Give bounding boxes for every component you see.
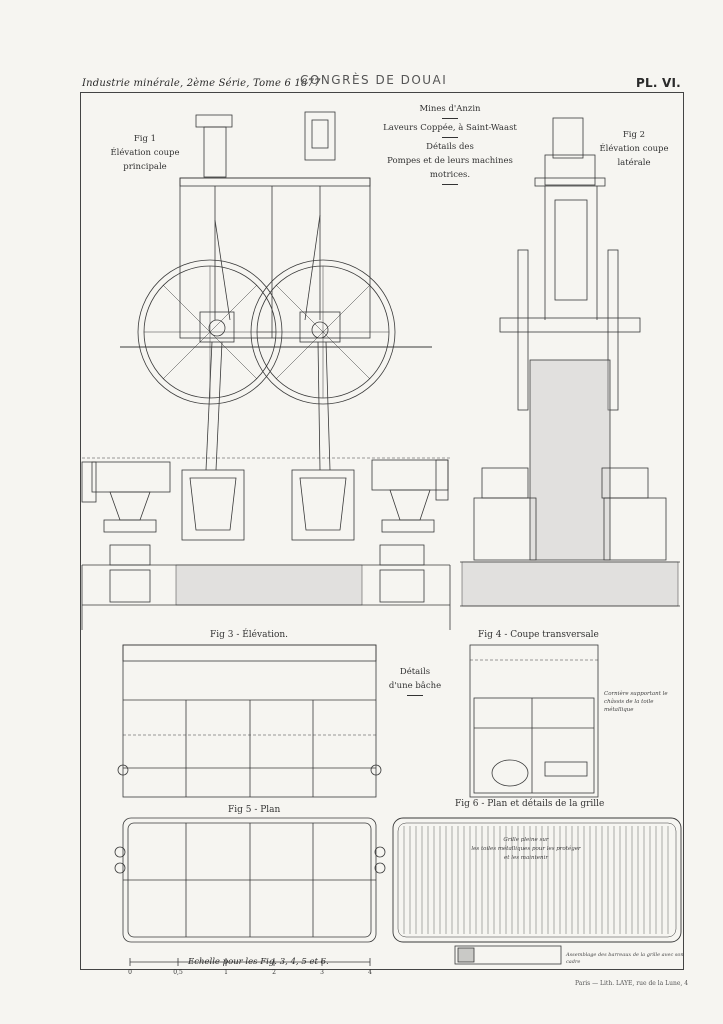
title-block: Mines d'Anzin Laveurs Coppée, à Saint-Wa… <box>370 102 530 187</box>
tank-details-caption: Détails d'une bâche <box>385 665 445 698</box>
fig2-label: Fig 2 <box>622 130 646 140</box>
fig1-label: Fig 1 <box>133 134 157 144</box>
fig2-line1: Élévation coupe <box>599 144 669 154</box>
fig1-line2: principale <box>123 162 167 172</box>
fig2-caption: Fig 2 Élévation coupe latérale <box>595 128 673 170</box>
scale-tick-label: 1 <box>224 969 228 976</box>
scale-tick-label: 0,5 <box>173 969 183 976</box>
scale-tick-label: 0 <box>128 969 132 976</box>
fig6-detail <box>454 945 562 965</box>
plate-number: PL. VI. <box>636 76 681 90</box>
fig1-drawing <box>120 111 432 471</box>
fig4-drawing <box>469 644 599 798</box>
fig2-drawing <box>460 117 680 607</box>
fig5-caption: Fig 5 - Plan <box>228 805 281 815</box>
fig1-line1: Élévation coupe <box>110 148 180 158</box>
grille-note-line1: Grille pleine sur <box>503 837 549 843</box>
details-line1: Détails <box>399 667 431 677</box>
plate-frame <box>80 92 684 970</box>
scale-caption: Echelle pour les Fig. 3, 4, 5 et 6. <box>188 957 329 967</box>
scale-tick-label: 2 <box>272 969 276 976</box>
grille-note-line3: et les maintenir <box>504 855 548 861</box>
fig6-caption: Fig 6 - Plan et détails de la grille <box>455 799 605 809</box>
title-detail-2: Pompes et de leurs machines <box>387 156 513 166</box>
congress-title: CONGRÈS DE DOUAI <box>300 73 448 87</box>
printer-credit: Paris — Lith. LAYE, rue de la Lune, 4 <box>575 980 689 987</box>
fig6-drawing <box>392 817 682 943</box>
fig4-caption: Fig 4 - Coupe transversale <box>478 630 599 640</box>
grille-note-line2: les toiles métalliques pour les protéger <box>471 846 581 852</box>
journal-reference: Industrie minérale, 2ème Série, Tome 6 1… <box>82 78 321 89</box>
fig1-caption: Fig 1 Élévation coupe principale <box>100 132 190 174</box>
details-line2: d'une bâche <box>388 681 442 691</box>
title-detail-1: Détails des <box>426 142 474 152</box>
fig6-grille-bars <box>403 826 669 934</box>
title-site: Laveurs Coppée, à Saint-Waast <box>383 123 517 133</box>
title-mine: Mines d'Anzin <box>419 104 481 114</box>
fig3-drawing <box>117 644 382 798</box>
scale-tick-label: 4 <box>368 969 372 976</box>
title-detail-3: motrices. <box>429 170 471 180</box>
tanks-drawing <box>81 457 451 630</box>
fig5-drawing <box>114 817 386 943</box>
fig2-line2: latérale <box>617 158 651 168</box>
angle-iron-note: Cornière supportant le châssis de la toi… <box>604 691 668 713</box>
fig3-caption: Fig 3 - Élévation. <box>210 630 289 640</box>
scale-tick-label: 3 <box>320 969 324 976</box>
assembly-note: Assemblage des barreaux de la grille ave… <box>566 952 684 965</box>
grille-note: Grille pleine sur les toiles métalliques… <box>462 836 590 863</box>
